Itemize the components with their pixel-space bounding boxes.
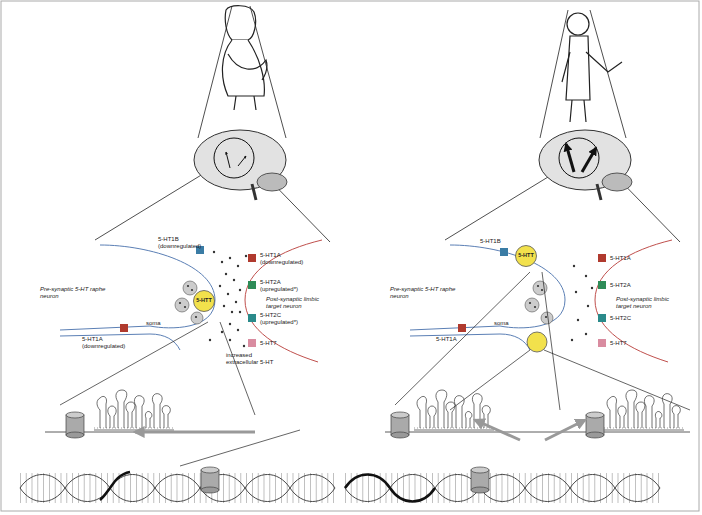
zoom-lines (445, 10, 680, 242)
neuron-label: Post-synaptic limbic target neuron (616, 296, 684, 310)
transporter-circle: 5-HTT (193, 290, 215, 312)
receptor-symbol (248, 339, 256, 347)
receptor-label: 5-HT7 (260, 340, 290, 347)
transporter-circle: 5-HTT (515, 245, 537, 267)
receptor-symbol (598, 339, 606, 347)
receptor-label: 5-HT2A (upregulated*) (260, 279, 300, 293)
healthy-person (562, 13, 622, 122)
transporter-symbol (194, 291, 215, 312)
receptor-symbol (248, 281, 256, 289)
neuron-label: Pre-synaptic 5-HT raphe neuron (390, 286, 460, 300)
receptor-label: 5-HT1A (downregulated) (82, 336, 122, 350)
transporter-symbol (516, 246, 537, 267)
receptor-label: increased extracellular 5-HT (226, 352, 282, 366)
leader-lines (60, 322, 300, 466)
gene-expression (20, 390, 335, 502)
brain (539, 130, 632, 200)
receptor-label: 5-HT1A (downregulated) (260, 252, 300, 266)
receptor-symbol (500, 248, 508, 256)
receptor-label: 5-HT1B (downregulated) (158, 236, 198, 250)
transporter-label: 5-HTT (193, 297, 215, 303)
receptor-label: soma (494, 320, 518, 327)
leader-lines (395, 272, 690, 410)
receptor-label: 5-HT1A (436, 336, 466, 343)
neuron-label: Pre-synaptic 5-HT raphe neuron (40, 286, 110, 300)
receptor-symbol (248, 314, 256, 322)
neuron-label: Post-synaptic limbic target neuron (266, 296, 334, 310)
transporter-symbol (527, 332, 547, 352)
receptor-label: 5-HT1A (610, 255, 640, 262)
receptor-label: 5-HT1B (480, 238, 510, 245)
brain (194, 130, 287, 200)
transporter-label: 5-HTT (515, 252, 537, 258)
depressed-person (222, 6, 266, 110)
receptor-label: soma (146, 320, 170, 327)
receptor-label: 5-HT2C (upregulated*) (260, 312, 300, 326)
receptor-symbol (248, 254, 256, 262)
receptor-label: 5-HT2C (610, 315, 640, 322)
receptor-label: 5-HT7 (610, 340, 640, 347)
receptor-symbol (598, 281, 606, 289)
zoom-lines (95, 6, 330, 242)
receptor-label: 5-HT2A (610, 282, 640, 289)
receptor-symbol (458, 324, 466, 332)
receptor-symbol (598, 254, 606, 262)
receptor-symbol (598, 314, 606, 322)
gene-expression (345, 390, 690, 502)
receptor-symbol (120, 324, 128, 332)
